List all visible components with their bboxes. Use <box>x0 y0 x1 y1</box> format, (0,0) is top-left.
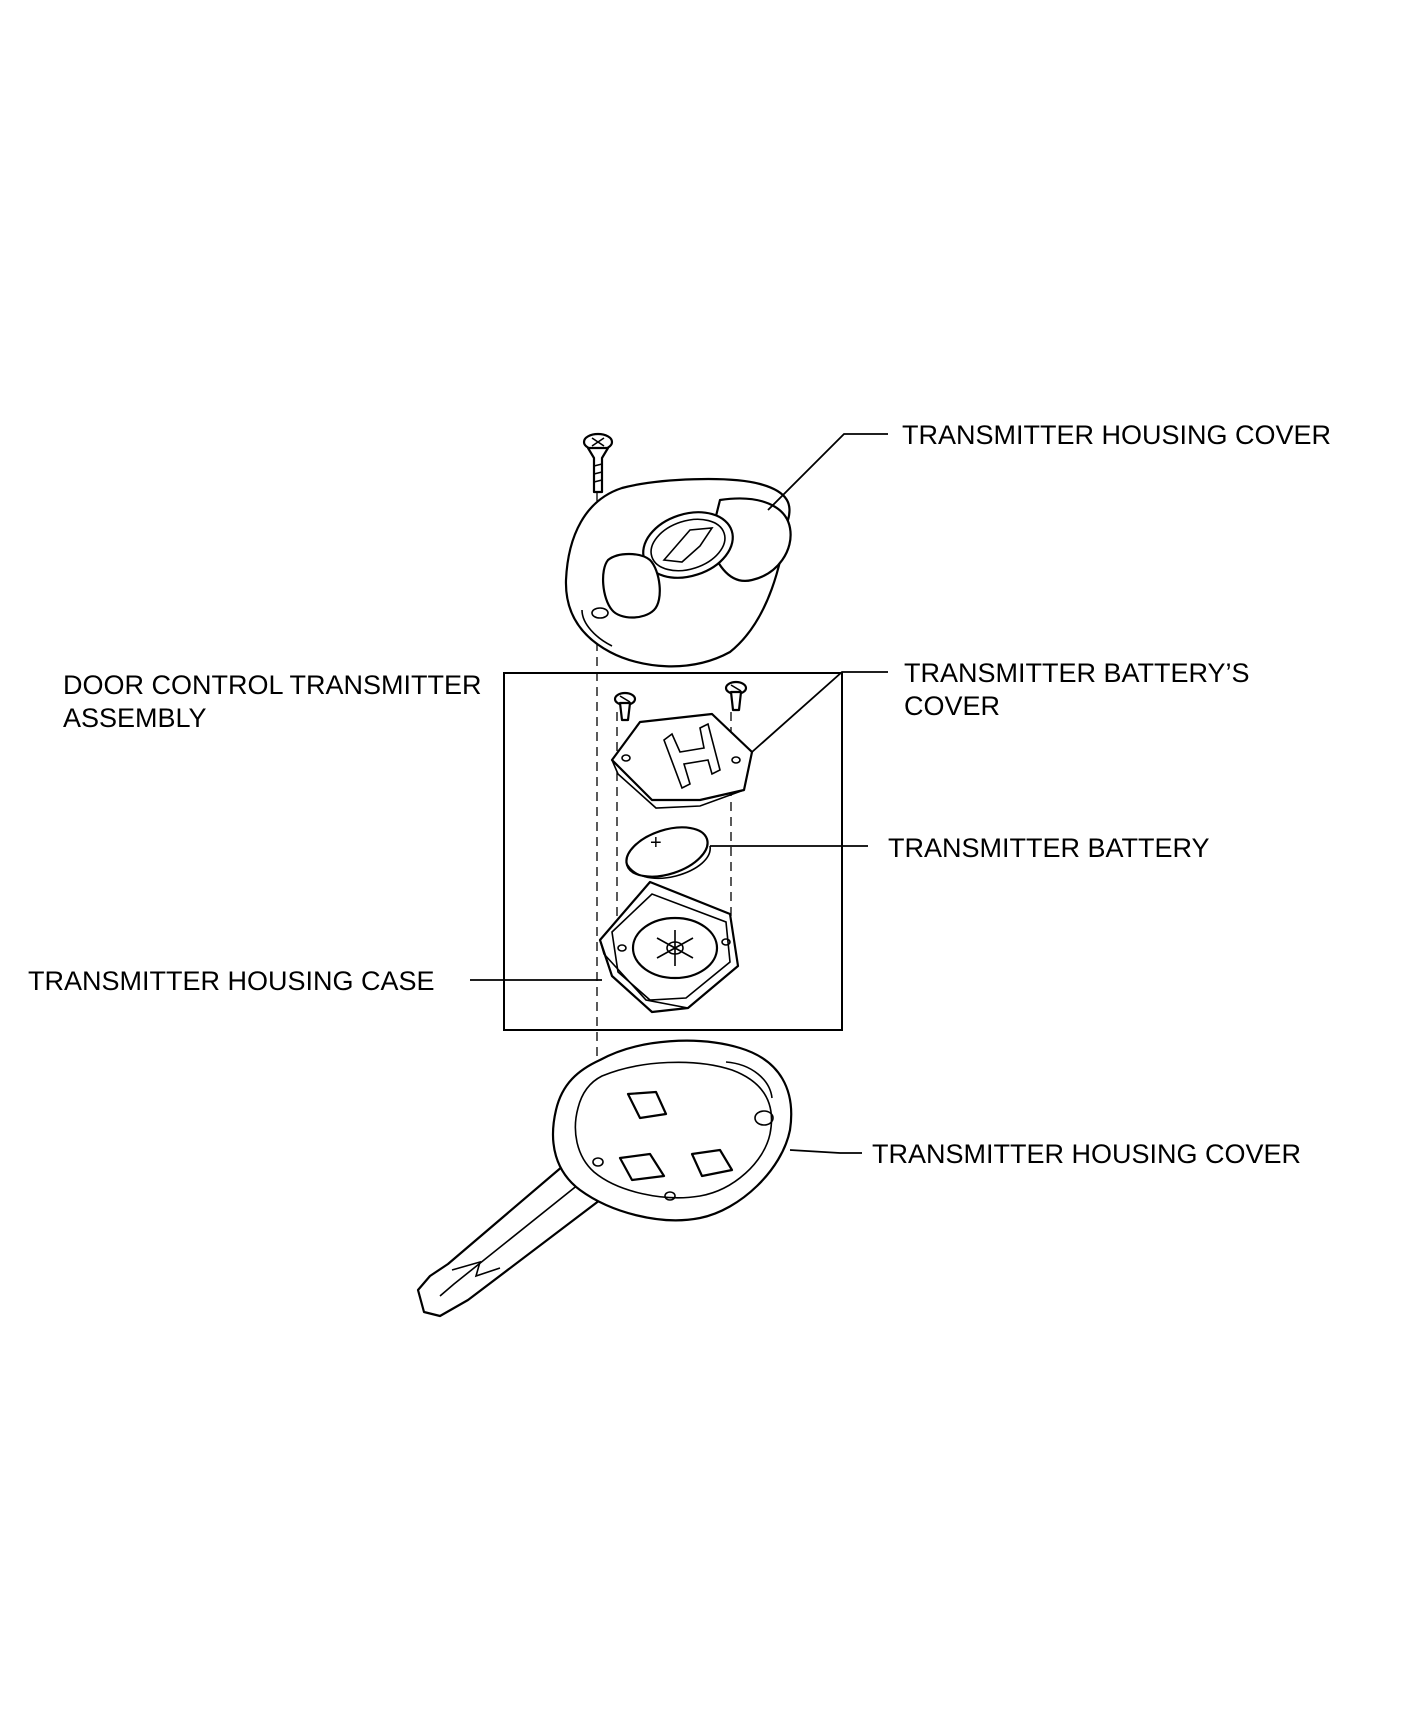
label-transmitter-housing-cover-bottom: TRANSMITTER HOUSING COVER <box>872 1139 1301 1169</box>
label-transmitter-housing-cover-top: TRANSMITTER HOUSING COVER <box>902 420 1331 450</box>
leader-lines <box>470 433 888 1154</box>
label-battery-cover-line2: COVER <box>904 691 1000 721</box>
label-transmitter-housing-case: TRANSMITTER HOUSING CASE <box>28 966 435 996</box>
transmitter-battery-cover <box>610 712 754 809</box>
label-assembly-line2: ASSEMBLY <box>63 703 207 733</box>
label-assembly-line1: DOOR CONTROL TRANSMITTER <box>63 670 482 700</box>
label-transmitter-battery: TRANSMITTER BATTERY <box>888 833 1210 863</box>
battery-cover-screws <box>613 680 748 722</box>
transmitter-housing-cover-top <box>564 477 792 668</box>
transmitter-battery: + <box>625 826 711 880</box>
transmitter-housing-cover-bottom <box>416 1039 793 1318</box>
label-battery-cover-line1: TRANSMITTER BATTERY’S <box>904 658 1250 688</box>
battery-polarity-symbol: + <box>650 832 662 854</box>
transmitter-housing-case <box>598 880 740 1014</box>
door-control-transmitter-assembly-frame <box>503 672 843 1031</box>
top-screw <box>582 432 614 494</box>
